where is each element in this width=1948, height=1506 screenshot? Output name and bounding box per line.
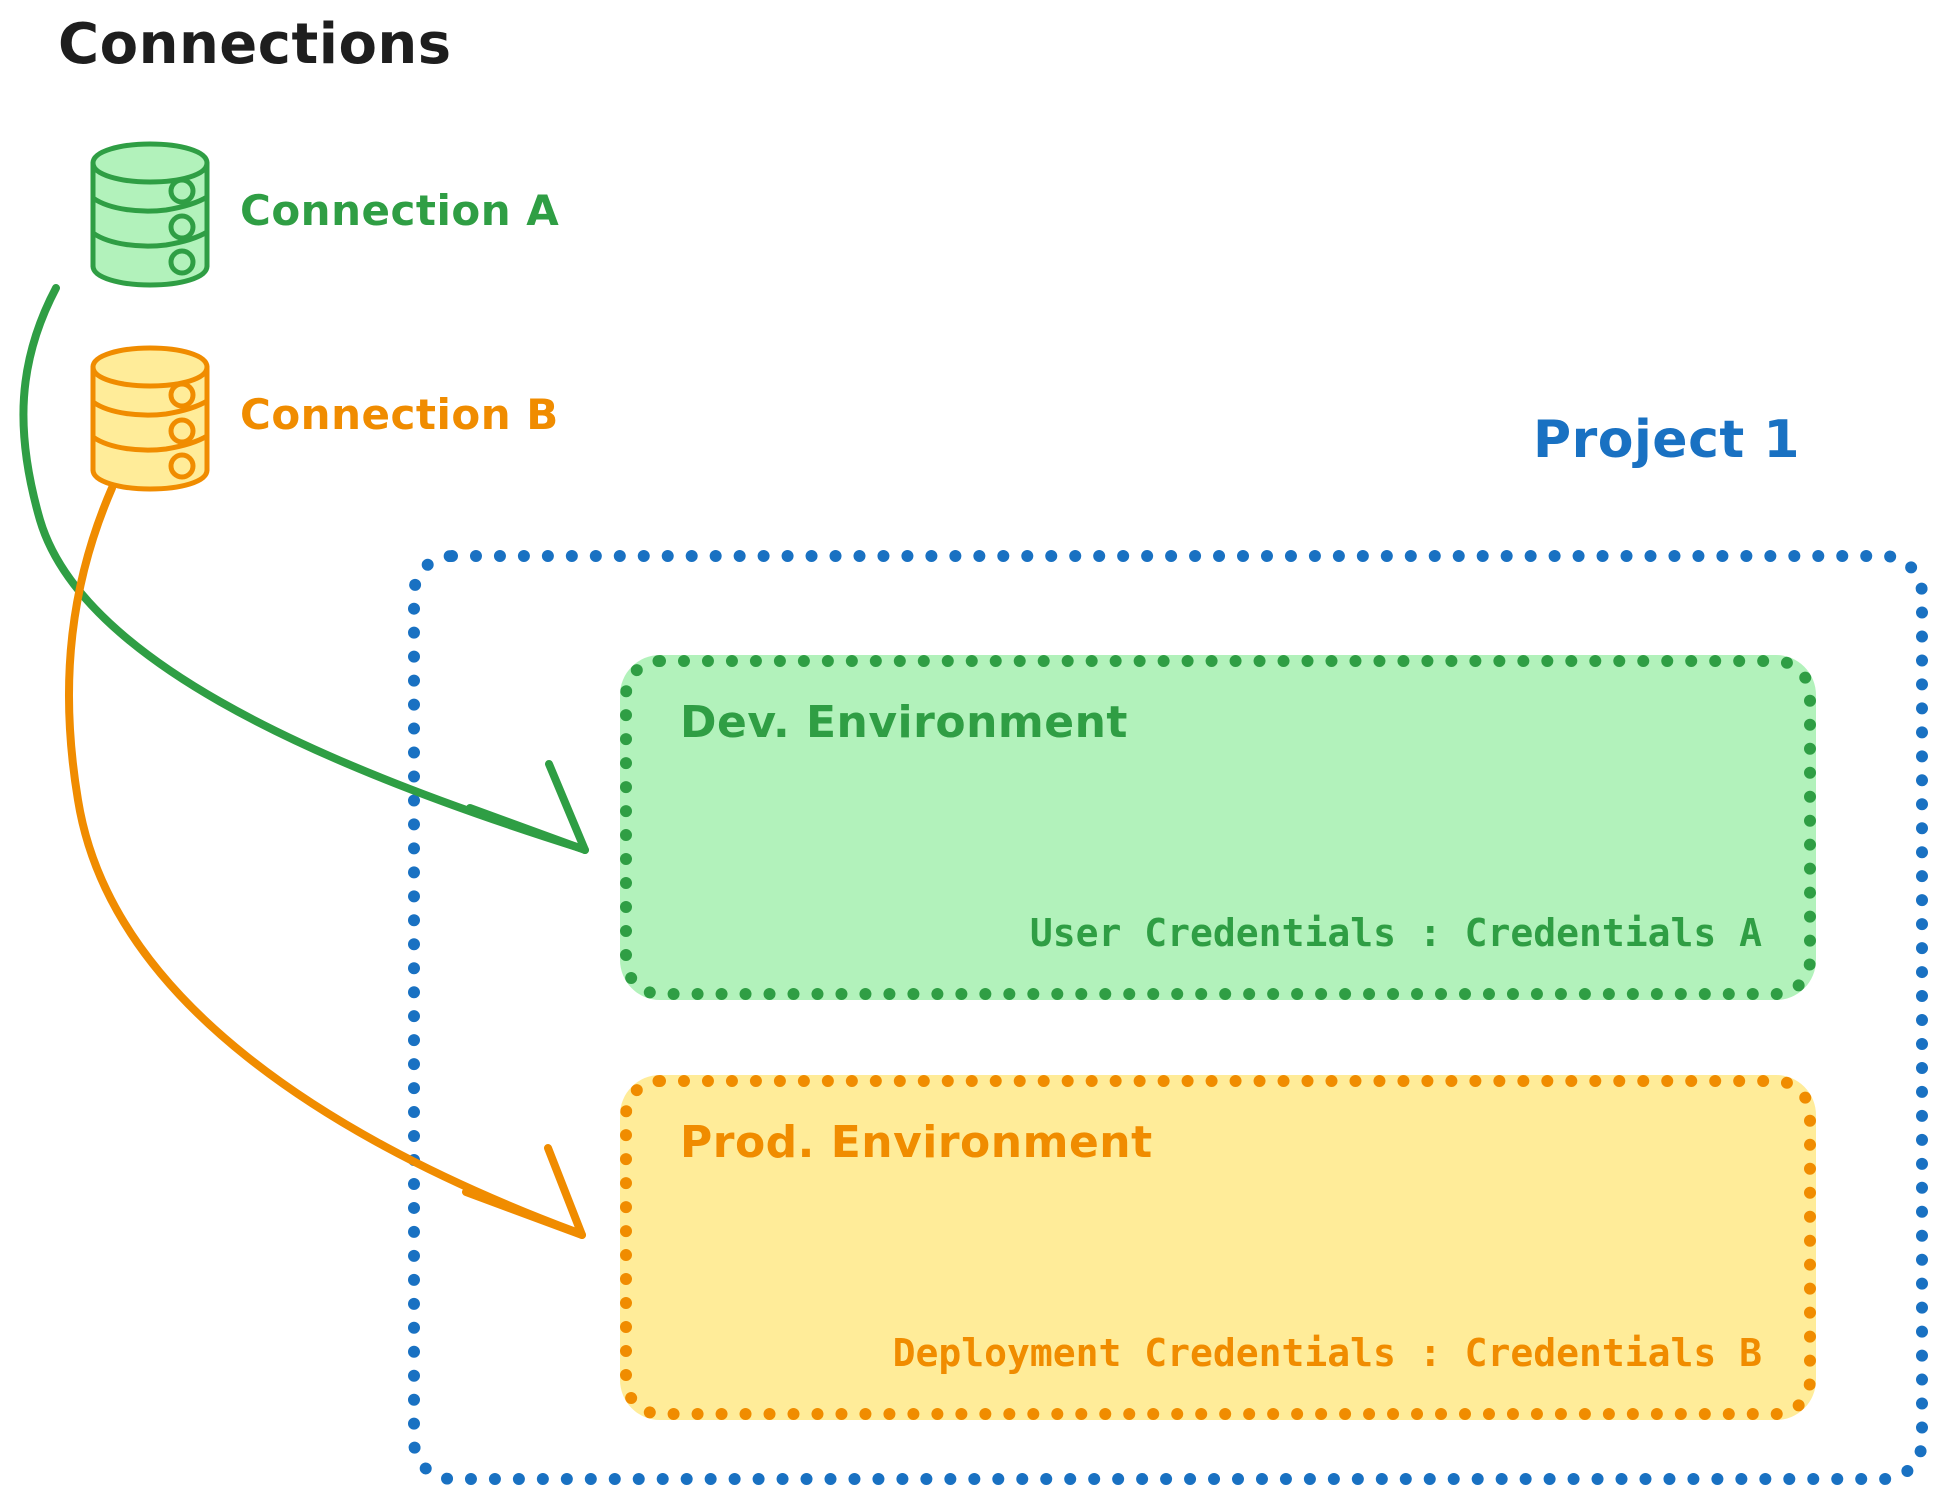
- database-cylinder-icon: [90, 141, 210, 288]
- environment-title-prod: Prod. Environment: [680, 1117, 1153, 1168]
- page-title: Connections: [58, 12, 452, 77]
- database-cylinder-icon: [90, 345, 210, 492]
- connection-label-b: Connection B: [240, 390, 559, 439]
- environment-box-dev[interactable]: Dev. Environment User Credentials : Cred…: [620, 655, 1816, 1000]
- environment-credentials-prod: Deployment Credentials : Credentials B: [892, 1331, 1762, 1375]
- connection-label-a: Connection A: [240, 186, 560, 235]
- environment-credentials-dev: User Credentials : Credentials A: [1029, 911, 1762, 955]
- project-label: Project 1: [1533, 410, 1801, 470]
- environment-box-prod[interactable]: Prod. Environment Deployment Credentials…: [620, 1075, 1816, 1420]
- environment-title-dev: Dev. Environment: [680, 697, 1128, 748]
- connection-item-b[interactable]: Connection B: [84, 342, 559, 494]
- connection-item-a[interactable]: Connection A: [84, 138, 559, 290]
